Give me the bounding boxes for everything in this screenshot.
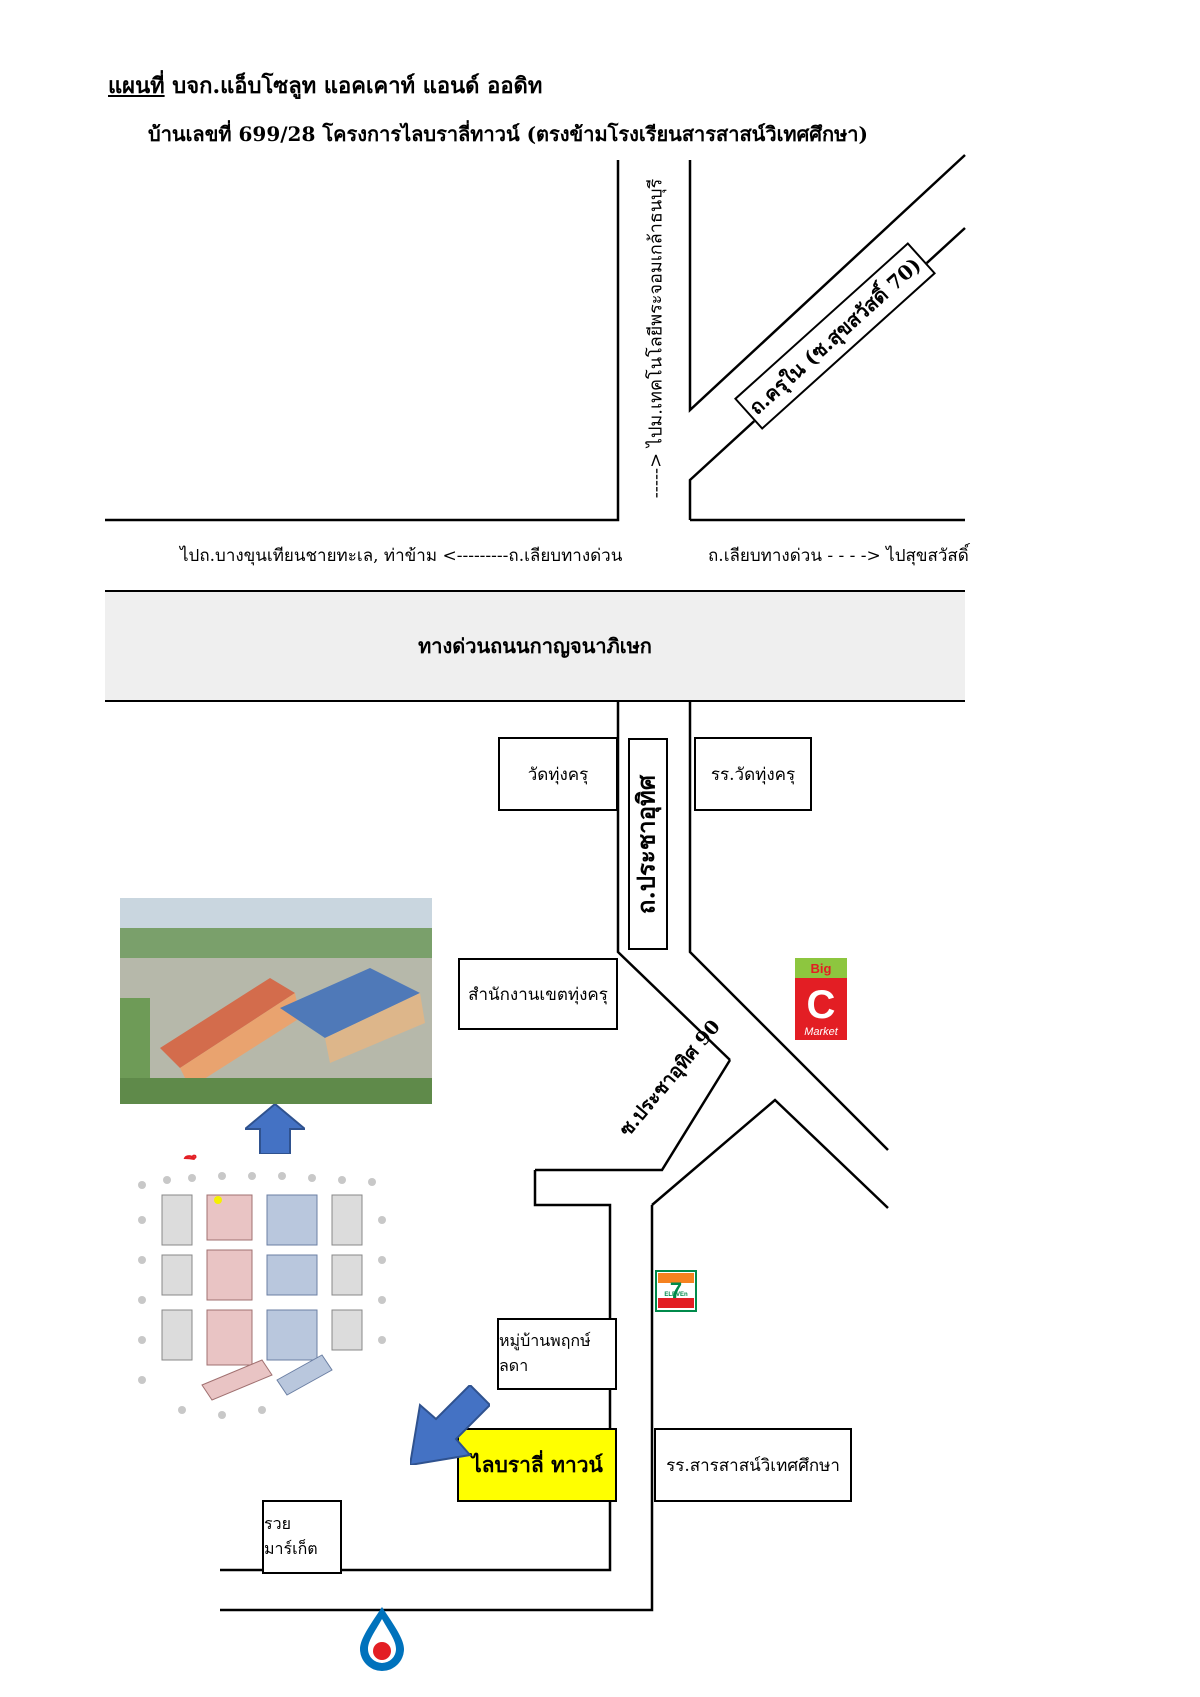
seven-eleven-text: ELEVEn (664, 1292, 688, 1298)
ruam-market-box: รวยมาร์เก็ต (262, 1500, 342, 1574)
sarasas-school-box: รร.สารสาสน์วิเทศศึกษา (654, 1428, 852, 1502)
title-prefix: แผนที่ (108, 73, 165, 99)
pracha-uthit-road-sign (628, 738, 668, 950)
photo-trees (120, 1078, 432, 1104)
seven-eleven-logo-icon: 7 ELEVEn (655, 1270, 697, 1312)
pracha-uthit-road-label: ถ.ประชาอุทิศ (631, 774, 661, 915)
sarasas-school-label: รร.สารสาสน์วิเทศศึกษา (666, 1455, 840, 1476)
photo-building-blue (280, 968, 420, 1038)
road-edge (535, 1059, 732, 1172)
photo-building-front-2 (325, 993, 425, 1063)
big-c-market-text: Market (804, 1026, 839, 1038)
aerial-photo (120, 898, 432, 1104)
corner-unit-marker (214, 1196, 222, 1204)
road-edge (220, 1170, 612, 1572)
district-office-box: สำนักงานเขตทุ่งครุ (458, 958, 618, 1030)
kanchanaphisek-expressway: ทางด่วนถนนกาญจนาภิเษก (105, 590, 965, 702)
road-edge (220, 1205, 654, 1612)
right-frontage-road-label: ถ.เลียบทางด่วน - - - -> ไปสุขสวัสดิ์ (708, 546, 969, 566)
photo-building-front (180, 993, 300, 1088)
village-box: หมู่บ้านพฤกษ์ลดา (497, 1318, 617, 1390)
site-plan (122, 1160, 422, 1440)
wat-thung-khru-label: วัดทุ่งครุ (527, 764, 589, 785)
road-edge (616, 698, 731, 1061)
library-town-box: ไลบราลี่ ทาวน์ (457, 1428, 617, 1502)
wat-school-box: รร.วัดทุ่งครุ (694, 737, 812, 811)
map-title: แผนที่ บจก.แอ็บโซลูท แอคเคาท์ แอนด์ ออดิ… (108, 68, 542, 103)
plan-blue-blocks (266, 1194, 333, 1396)
plan-trees (138, 1172, 386, 1419)
wat-school-label: รร.วัดทุ่งครุ (710, 764, 796, 785)
left-frontage-road-label: ไปถ.บางขุนเทียนชายทะเล, ท่าข้าม <-------… (180, 546, 623, 566)
road-edge (651, 1098, 889, 1209)
ruam-market-label: รวยมาร์เก็ต (264, 1514, 318, 1558)
road-edge (688, 154, 966, 413)
address-line: บ้านเลขที่ 699/28 โครงการไลบราลี่ทาวน์ (… (148, 122, 868, 146)
big-c-logo-icon: Big C Market (795, 958, 847, 1040)
plan-row-blocks (161, 1194, 363, 1361)
photo-horizon (120, 928, 432, 958)
company-name: บจก.แอ็บโซลูท แอคเคาท์ แอนด์ ออดิท (164, 73, 543, 99)
seven-digit: 7 (670, 1278, 682, 1303)
road-edge (105, 160, 620, 522)
road-edge (688, 698, 889, 1151)
big-c-top-text: Big (811, 961, 832, 976)
big-c-letter: C (807, 983, 836, 1027)
ptt-logo-icon (360, 1607, 404, 1671)
plan-pink-blocks (201, 1194, 273, 1401)
photo-building-red (160, 978, 295, 1068)
library-town-label: ไลบราลี่ ทาวน์ (471, 1451, 603, 1477)
photo-trees-left (120, 998, 150, 1078)
district-office-label: สำนักงานเขตทุ่งครุ (468, 984, 608, 1005)
village-label: หมู่บ้านพฤกษ์ลดา (499, 1331, 591, 1375)
diagonal-arrow-icon (410, 1385, 490, 1465)
polytechnic-road-label: -----> ไปม.เทคโนโลยีพระจอมเกล้าธนบุรี (645, 178, 667, 499)
wat-thung-khru-box: วัดทุ่งครุ (498, 737, 618, 811)
up-arrow-icon (245, 1104, 305, 1154)
